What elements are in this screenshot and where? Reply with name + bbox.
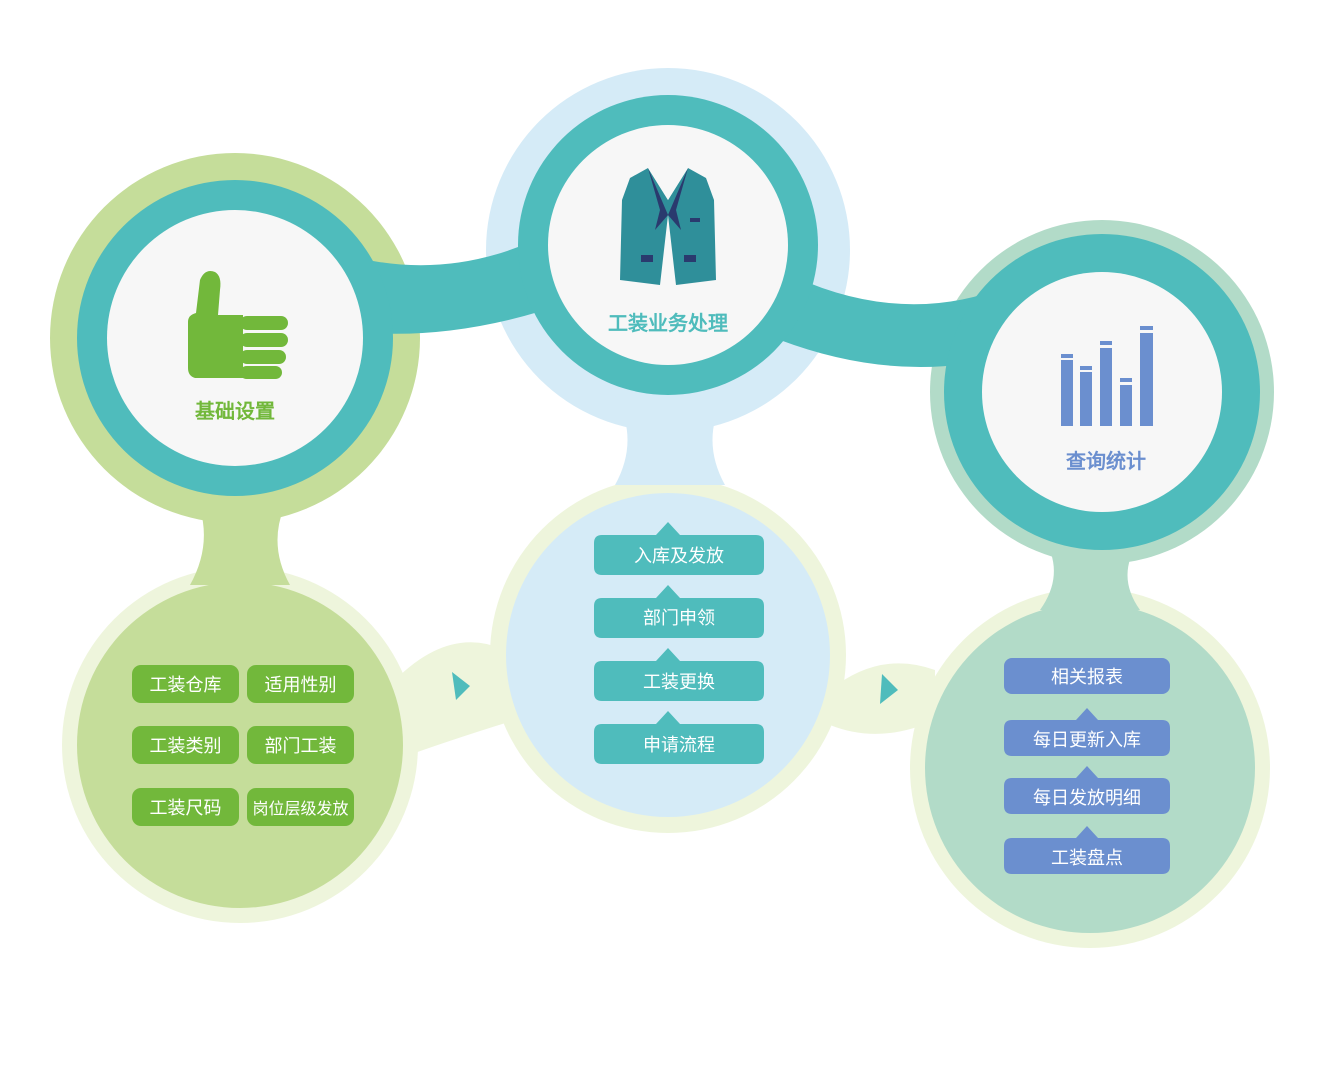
module1-neck	[190, 495, 290, 585]
bar-chart-icon	[1061, 326, 1153, 426]
module3-item[interactable]: 每日更新入库	[1004, 708, 1170, 756]
module1-item[interactable]: 岗位层级发放	[247, 788, 354, 826]
svg-text:申请流程: 申请流程	[643, 735, 715, 756]
module2-icon-circle	[548, 125, 788, 365]
module1-item[interactable]: 工装类别	[132, 726, 239, 764]
module2-title: 工装业务处理	[608, 311, 728, 335]
svg-text:适用性别: 适用性别	[265, 675, 337, 696]
module2-item[interactable]: 部门申领	[594, 585, 764, 638]
module3-item[interactable]: 相关报表	[1004, 658, 1170, 694]
bottom-connector-left	[395, 642, 515, 760]
module3-item[interactable]: 每日发放明细	[1004, 766, 1170, 814]
suit-jacket-icon	[620, 164, 716, 285]
module2-items: 入库及发放 部门申领 工装更换 申请流程	[594, 522, 764, 764]
svg-text:工装更换: 工装更换	[643, 672, 715, 693]
module2-item[interactable]: 入库及发放	[594, 522, 764, 575]
module3-neck	[1040, 540, 1140, 610]
module1-items: 工装仓库 适用性别 工装类别 部门工装 工装尺码 岗位层级发放	[132, 665, 354, 826]
module3-title: 查询统计	[1066, 449, 1146, 473]
svg-text:工装类别: 工装类别	[150, 736, 222, 757]
flow-arrow-2	[880, 674, 898, 704]
chain-link-left	[330, 225, 575, 334]
module3-items: 相关报表 每日更新入库 每日发放明细 工装盘点	[1004, 658, 1170, 874]
thumbs-up-icon	[188, 271, 288, 379]
module2-neck	[615, 395, 725, 485]
svg-text:工装仓库: 工装仓库	[150, 675, 222, 696]
module1-bottom-circle	[77, 582, 403, 908]
module1-title: 基础设置	[195, 399, 275, 423]
module3-item[interactable]: 工装盘点	[1004, 826, 1170, 874]
module1-item[interactable]: 工装尺码	[132, 788, 239, 826]
svg-text:岗位层级发放: 岗位层级发放	[252, 799, 348, 818]
module1-item[interactable]: 适用性别	[247, 665, 354, 703]
flow-arrow-1	[452, 672, 470, 700]
module2-item[interactable]: 工装更换	[594, 648, 764, 701]
svg-text:部门工装: 部门工装	[265, 736, 337, 757]
module1-item[interactable]: 工装仓库	[132, 665, 239, 703]
svg-text:每日发放明细: 每日发放明细	[1033, 788, 1141, 809]
svg-text:每日更新入库: 每日更新入库	[1033, 730, 1141, 751]
svg-text:工装尺码: 工装尺码	[150, 798, 222, 819]
svg-text:部门申领: 部门申领	[643, 608, 715, 629]
svg-text:相关报表: 相关报表	[1051, 667, 1123, 688]
svg-text:工装盘点: 工装盘点	[1051, 848, 1123, 869]
module2-item[interactable]: 申请流程	[594, 711, 764, 764]
svg-text:入库及发放: 入库及发放	[634, 546, 724, 567]
module3-bottom-circle	[925, 603, 1255, 933]
module1-item[interactable]: 部门工装	[247, 726, 354, 764]
